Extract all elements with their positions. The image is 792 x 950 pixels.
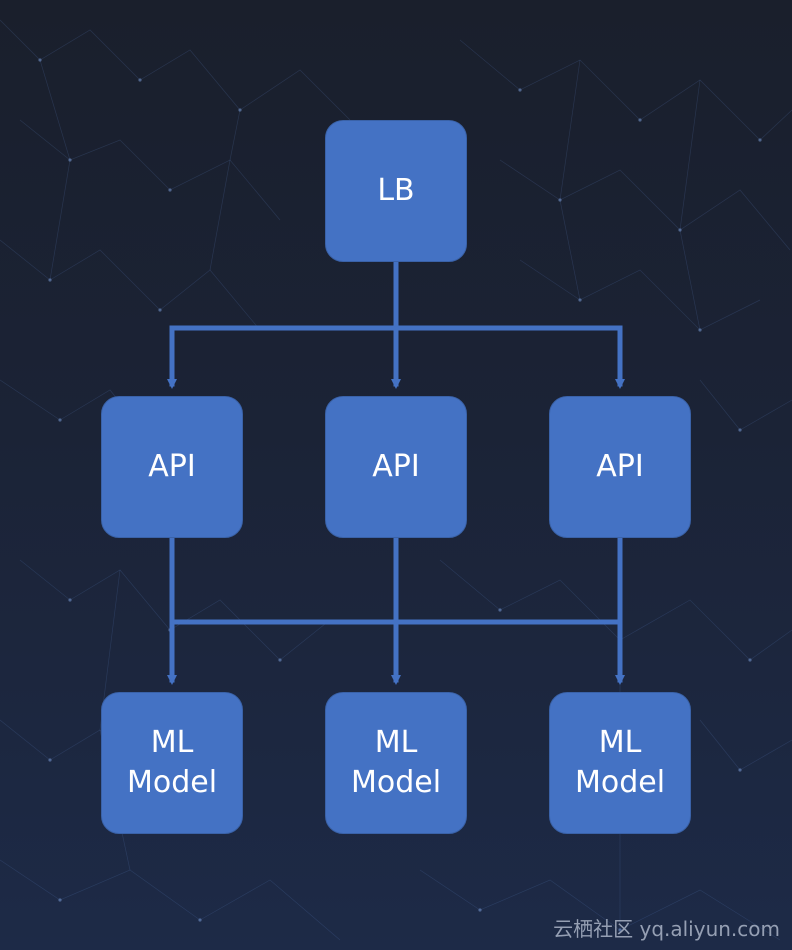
lb-node-label: LB (377, 173, 415, 208)
site-watermark: 云栖社区 yq.aliyun.com (553, 917, 780, 941)
ml-model-node-2-line2: Model (350, 765, 442, 800)
api-node-2-label: API (372, 449, 420, 484)
api-node-1: API (101, 396, 243, 538)
lb-node: LB (325, 120, 467, 262)
ml-model-node-1-label: ML Model (127, 723, 217, 803)
api-node-3-label: API (596, 449, 644, 484)
ml-model-node-2-line1: ML (374, 725, 418, 760)
ml-model-node-3: ML Model (549, 692, 691, 834)
ml-model-node-1-line1: ML (150, 725, 194, 760)
ml-model-node-3-line2: Model (574, 765, 666, 800)
api-node-2: API (325, 396, 467, 538)
ml-model-node-3-label: ML Model (575, 723, 665, 803)
ml-model-node-2: ML Model (325, 692, 467, 834)
ml-model-node-1-line2: Model (126, 765, 218, 800)
ml-model-node-3-line1: ML (598, 725, 642, 760)
api-node-1-label: API (148, 449, 196, 484)
ml-model-node-1: ML Model (101, 692, 243, 834)
ml-model-node-2-label: ML Model (351, 723, 441, 803)
api-node-3: API (549, 396, 691, 538)
